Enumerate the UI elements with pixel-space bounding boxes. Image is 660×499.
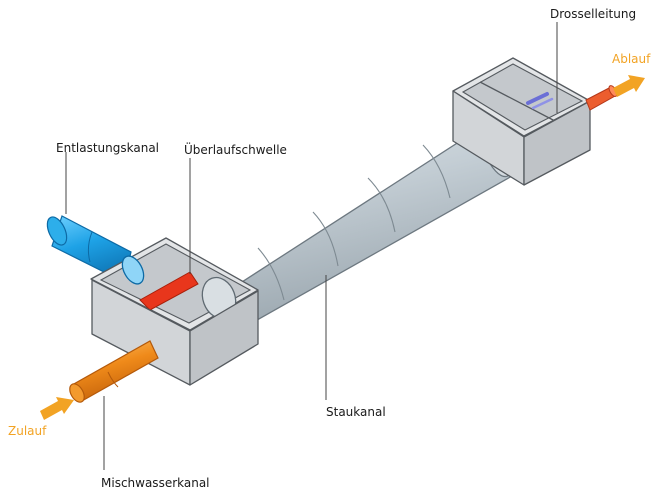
inlet-pipe [69, 340, 159, 403]
outflow-arrow-icon [613, 75, 645, 97]
label-entlastungskanal: Entlastungskanal [56, 141, 159, 155]
label-mischwasserkanal: Mischwasserkanal [101, 476, 210, 490]
label-zulauf: Zulauf [8, 424, 47, 438]
label-ueberlaufschwelle: Überlaufschwelle [184, 141, 287, 157]
label-staukanal: Staukanal [326, 405, 386, 419]
label-drosselleitung: Drosselleitung [550, 7, 636, 21]
overflow-weir [139, 271, 199, 311]
throttle-chamber [452, 57, 591, 186]
relief-pipe-opening [121, 255, 145, 285]
overflow-chamber [90, 237, 259, 386]
label-ablauf: Ablauf [612, 52, 651, 66]
outlet-pipe [585, 85, 618, 111]
throttle-pipe [526, 92, 549, 105]
inflow-arrow-icon [40, 397, 74, 420]
